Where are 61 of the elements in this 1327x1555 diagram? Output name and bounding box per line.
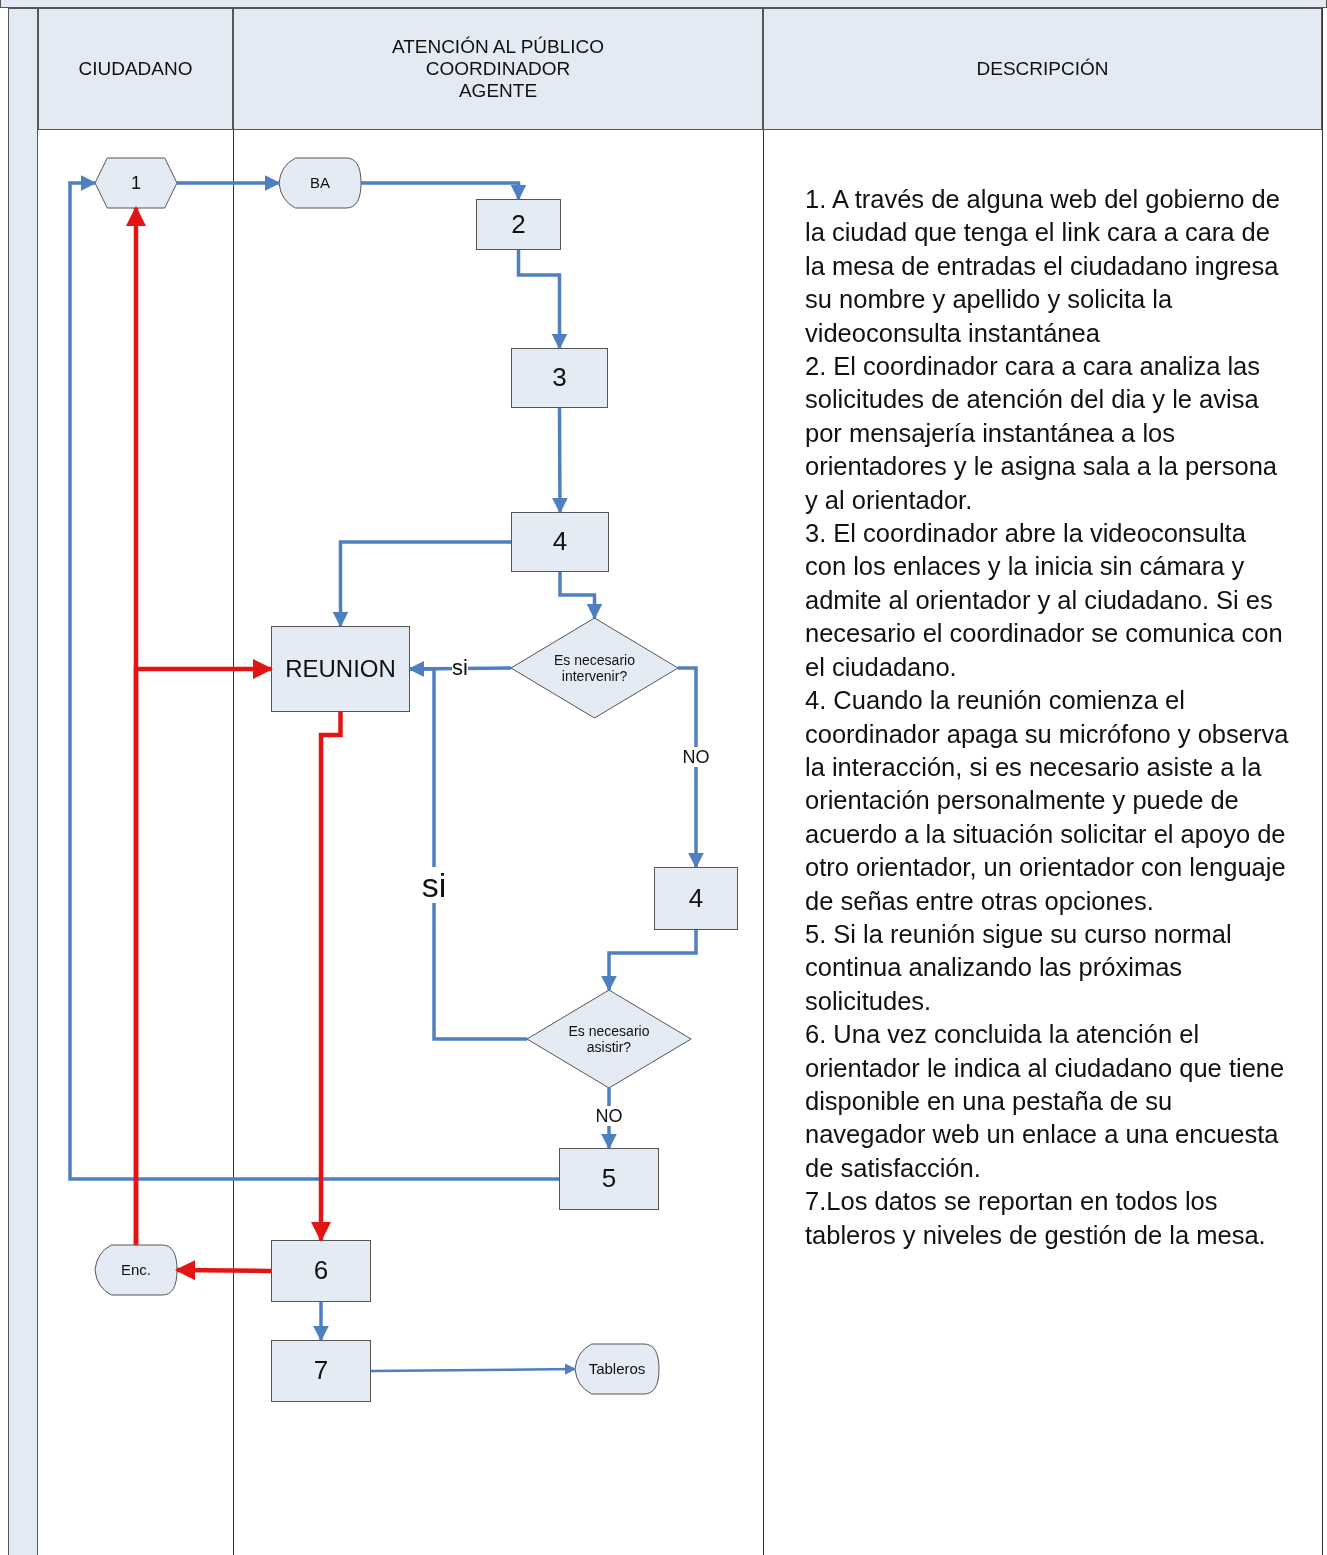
arrow bbox=[516, 250, 568, 350]
step-description: 1. A través de alguna web del gobierno de la ciudad que tenga el link cara a cara de la mesa de entradas el ciudadano ingresa su nombre y apellido y solicita la videoconsulta instantánea bbox=[805, 184, 1281, 349]
lane-title: COORDINADOR bbox=[425, 58, 571, 80]
process-box bbox=[654, 867, 738, 930]
node-label: Enc. bbox=[121, 1261, 151, 1279]
node-label: REUNION bbox=[285, 655, 396, 683]
node-label: Es necesario asistir? bbox=[567, 1022, 651, 1056]
arrow bbox=[310, 712, 343, 1243]
node-label: BA bbox=[310, 174, 330, 192]
lane-title: DESCRIPCIÓN bbox=[976, 58, 1109, 80]
arrow bbox=[371, 1363, 577, 1375]
edge-label: NO bbox=[595, 1106, 623, 1126]
process-box bbox=[476, 199, 561, 250]
arrow bbox=[408, 661, 527, 1041]
step-description: 4. Cuando la reunión comienza el coordinador apaga su micrófono y observa la interacción, si es necesario asiste a la orientación personalmente y puede de acuerdo a la situación solicitar el apoyo de otro orientador, un orientador con lenguaje de señas entre otras opciones. bbox=[805, 685, 1290, 917]
node-label: Tableros bbox=[588, 1360, 646, 1378]
arrow bbox=[332, 540, 511, 628]
lane-header bbox=[233, 8, 763, 130]
step-description: 3. El coordinador abre la videoconsulta con los enlaces y la inicia sin cámara y admite al orientador y al ciudadano. Si es necesario el coordinador se comunica con el ciudadano. bbox=[805, 518, 1284, 683]
node-label: 5 bbox=[601, 1164, 617, 1194]
lane-header bbox=[38, 8, 233, 130]
arrow bbox=[68, 175, 559, 1181]
arrow bbox=[601, 930, 698, 992]
node-label: 4 bbox=[688, 883, 704, 914]
step-description: 5. Si la reunión sigue su curso normal continua analizando las próximas solicitudes. bbox=[805, 918, 1233, 1017]
arrow bbox=[133, 658, 273, 1245]
display-shape bbox=[279, 158, 361, 208]
arrow bbox=[177, 175, 281, 191]
node-label: 2 bbox=[511, 209, 526, 240]
arrow bbox=[361, 181, 527, 201]
arrow bbox=[558, 572, 603, 620]
process-box bbox=[271, 1340, 371, 1402]
step-description: 2. El coordinador cara a cara analiza las solicitudes de atención del dia y le avisa por mensajería instantánea a los orientadores y le asigna sala a la persona y al orientador. bbox=[805, 351, 1279, 516]
process-box bbox=[271, 626, 410, 712]
lane-header bbox=[763, 8, 1322, 130]
lane-title: ATENCIÓN AL PÚBLICO bbox=[391, 36, 605, 59]
display-shape bbox=[95, 1245, 177, 1295]
node-label: 3 bbox=[552, 363, 567, 393]
hexagon-shape bbox=[95, 158, 177, 208]
edge-label: si bbox=[421, 867, 447, 903]
edge-label: NO bbox=[682, 747, 710, 767]
process-box bbox=[511, 348, 608, 408]
arrow bbox=[313, 1302, 329, 1342]
node-label: 6 bbox=[313, 1256, 329, 1286]
step-description: 6. Una vez concluida la atención el orientador le indica al ciudadano que tiene disponible en una pestaña de su navegador web un enlace a una encuesta de satisfacción. bbox=[805, 1019, 1286, 1184]
process-box bbox=[271, 1240, 371, 1302]
process-box bbox=[511, 512, 609, 572]
node-label: 7 bbox=[313, 1356, 329, 1386]
lane-title: AGENTE bbox=[458, 79, 538, 102]
lane-title: CIUDADANO bbox=[78, 58, 193, 80]
arrow bbox=[175, 1260, 272, 1281]
decision-diamond bbox=[511, 618, 678, 718]
step-description: 7.Los datos se reportan en todos los tableros y niveles de gestión de la mesa. bbox=[805, 1186, 1267, 1251]
process-box bbox=[559, 1148, 659, 1210]
node-label: Es necesario intervenir? bbox=[553, 651, 636, 685]
arrow bbox=[552, 408, 568, 514]
arrow bbox=[678, 666, 704, 869]
node-label: 4 bbox=[552, 527, 568, 557]
display-shape bbox=[575, 1344, 659, 1394]
node-label: 1 bbox=[131, 172, 141, 194]
decision-diamond bbox=[527, 990, 691, 1088]
